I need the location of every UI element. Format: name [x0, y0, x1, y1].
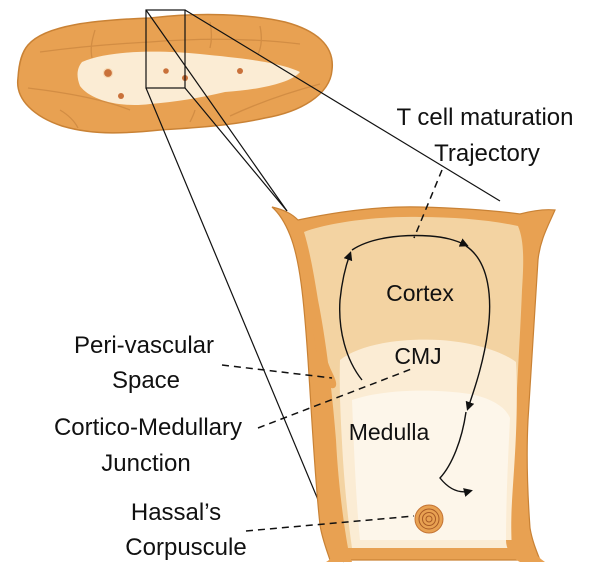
cmj-label: CMJ [394, 343, 441, 369]
thymus-corpuscle-dot [118, 93, 124, 99]
septum-bottom-right [506, 540, 545, 562]
zoom-box [145, 9, 186, 89]
perivascular-label-line2: Space [112, 367, 180, 394]
medulla-label: Medulla [349, 419, 430, 445]
zoom-lines [145, 9, 501, 563]
cortex-label: Cortex [386, 280, 454, 306]
hassal-label-line2: Corpuscule [125, 534, 246, 561]
septum-left [311, 300, 337, 389]
trajectory-arrow-4 [439, 411, 473, 497]
thymus-organ [17, 13, 333, 134]
thymus-corpuscle-dot [237, 68, 243, 74]
leader-trajectory [413, 169, 443, 239]
medulla-core [352, 390, 510, 540]
thymus-medulla [77, 51, 300, 106]
trajectory-arrow-1 [338, 251, 363, 381]
leader-lines [221, 169, 443, 532]
trajectory-arrow-2 [351, 234, 469, 251]
trajectory-label-line1: T cell maturation [397, 104, 574, 131]
leader-hassal [245, 515, 415, 532]
perivascular-label-line1: Peri-vascular [74, 332, 214, 359]
cmj-full-label-line2: Junction [101, 450, 190, 477]
lobule-section [271, 206, 556, 562]
maturation-trajectory [338, 234, 491, 497]
hassal-corpuscle [414, 504, 444, 534]
leader-perivascular [221, 364, 333, 379]
hassal-label-line1: Hassal’s [131, 499, 221, 526]
cmj-full-label-line1: Cortico-Medullary [54, 414, 242, 441]
septum-bottom-left [326, 548, 352, 562]
thymus-corpuscle-dot [102, 67, 114, 79]
thymus-corpuscle-dot [163, 68, 169, 74]
trajectory-arrow-3 [465, 245, 491, 411]
trajectory-label-line2: Trajectory [434, 140, 540, 167]
leader-cmj [257, 367, 415, 429]
